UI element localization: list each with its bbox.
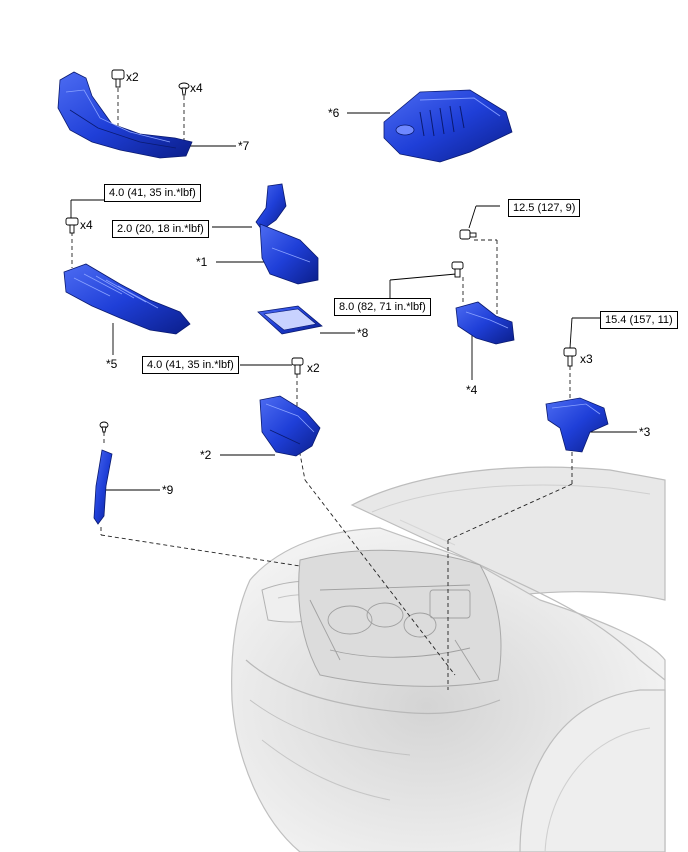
quantity-label: x2 (307, 361, 320, 375)
torque-spec: 2.0 (20, 18 in.*lbf) (112, 220, 209, 238)
bolt-icon (459, 229, 477, 240)
clip-icon (99, 421, 109, 433)
part-2-shape (259, 395, 321, 457)
torque-spec: 15.4 (157, 11) (600, 311, 678, 329)
quantity-label: x4 (190, 81, 203, 95)
quantity-label: x2 (126, 70, 139, 84)
torque-spec: 8.0 (82, 71 in.*lbf) (334, 298, 431, 316)
torque-spec: 12.5 (127, 9) (508, 199, 581, 217)
part-label-2: *2 (200, 448, 212, 462)
part-9-shape (93, 449, 113, 525)
part-8-shape (257, 305, 323, 335)
part-5-shape (63, 263, 191, 335)
part-label-4: *4 (466, 383, 478, 397)
part-label-6: *6 (328, 106, 340, 120)
part-label-3: *3 (639, 425, 651, 439)
part-6-shape (383, 89, 513, 163)
part-label-8: *8 (357, 326, 369, 340)
bolt-icon (563, 347, 577, 367)
bolt-icon (451, 261, 464, 278)
part-3-shape (545, 397, 609, 453)
bolt-icon (111, 69, 125, 88)
bolt-icon (291, 357, 304, 375)
part-label-7: *7 (238, 139, 250, 153)
clip-icon (178, 82, 190, 96)
part-label-1: *1 (196, 255, 208, 269)
quantity-label: x4 (80, 218, 93, 232)
torque-spec: 4.0 (41, 35 in.*lbf) (104, 184, 201, 202)
part-1-shape (255, 183, 319, 285)
part-7-shape (57, 71, 193, 159)
quantity-label: x3 (580, 352, 593, 366)
part-label-9: *9 (162, 483, 174, 497)
solid-leaders (70, 112, 637, 491)
bolt-icon (65, 217, 79, 234)
part-label-5: *5 (106, 357, 118, 371)
torque-spec: 4.0 (41, 35 in.*lbf) (142, 356, 239, 374)
part-4-shape (455, 301, 515, 345)
